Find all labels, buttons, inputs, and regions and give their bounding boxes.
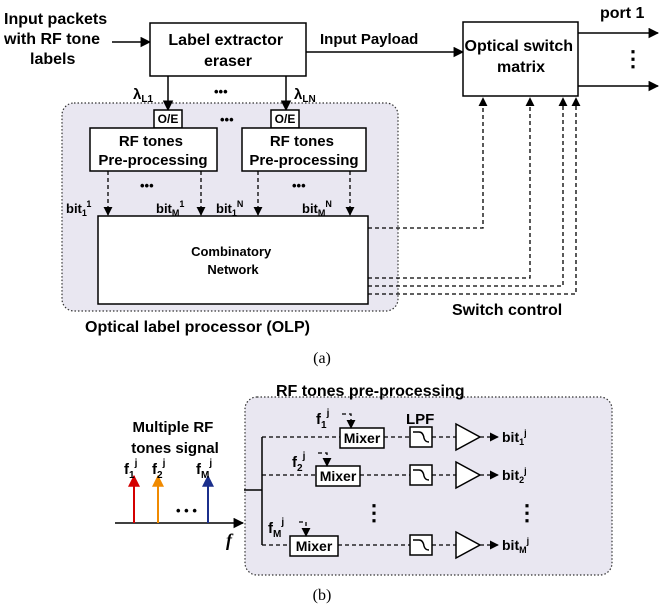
tone-m-label: fMj	[196, 458, 212, 481]
mixer-2	[315, 465, 361, 487]
bit-label-m-1: bitM1	[156, 199, 184, 218]
lo-m-arrow	[299, 521, 311, 537]
amp-2	[455, 460, 482, 490]
olp-label: Optical label processor (OLP)	[85, 319, 310, 336]
tone-1-label: f1j	[124, 458, 138, 481]
multiple-rf-label: Multiple RF tones signal	[131, 419, 219, 457]
bits-ellipsis-1: •••	[140, 178, 154, 193]
label-extractor-text: Label extractor eraser	[168, 32, 287, 70]
vdots-right: ⋮	[516, 500, 538, 525]
bit-label-m-n: bitMN	[302, 199, 332, 218]
combinatory-network-box	[97, 215, 369, 305]
control-line-2	[368, 97, 535, 279]
spectrum-dots: • • •	[176, 503, 197, 518]
rf-preproc-title: RF tones pre-processing	[276, 383, 464, 400]
lpf-2	[409, 464, 433, 486]
mixer-m-label: Mixer	[296, 538, 333, 554]
lpf-m	[409, 534, 433, 556]
lo-1-arrow	[342, 413, 356, 429]
out-bit-1: bit1j	[502, 428, 527, 447]
bit-label-1-1: bit11	[66, 199, 91, 218]
preproc-text-1: RF tones Pre-processing	[98, 133, 207, 169]
lpf-1-curve	[413, 431, 430, 443]
lambda-l1-label: λL1	[133, 86, 153, 105]
lo-m-label: fMj	[268, 517, 284, 540]
port-dots: ⋮	[622, 46, 644, 71]
switch-matrix-box	[462, 21, 579, 97]
out-bit-2: bit2j	[502, 466, 527, 485]
label-extractor-box	[149, 22, 307, 77]
top-ellipsis: •••	[214, 84, 228, 99]
control-line-4	[368, 97, 581, 295]
control-line-3	[368, 97, 568, 287]
oe-label-1: O/E	[158, 112, 179, 126]
diagram-a: Input packets with RF tone labels Label …	[3, 5, 660, 367]
preproc-box-n	[241, 127, 367, 172]
combinatory-network-text: Combinatory Network	[191, 244, 275, 277]
preproc-box-1	[89, 127, 218, 172]
lpf-1	[409, 426, 433, 448]
rf-preproc-panel	[244, 396, 613, 576]
input-payload-label: Input Payload	[320, 31, 418, 48]
oe-ellipsis: •••	[220, 112, 234, 127]
caption-b: (b)	[313, 587, 332, 604]
axis-f-label: f	[226, 530, 234, 550]
preproc-text-n: RF tones Pre-processing	[249, 133, 358, 169]
lambda-ln-label: λLN	[294, 86, 316, 105]
lpf-m-curve	[413, 539, 430, 551]
mixer-1	[339, 427, 385, 449]
mixer-m	[289, 535, 339, 557]
input-packets-label: Input packets with RF tone labels	[3, 11, 112, 68]
lo-2-arrow	[318, 452, 332, 467]
out-bit-m: bitMj	[502, 536, 529, 555]
caption-a: (a)	[313, 350, 331, 367]
lpf-label: LPF	[406, 411, 434, 428]
switch-matrix-text: Optical switch matrix	[465, 38, 578, 76]
lo-2-label: f2j	[292, 451, 306, 474]
amp-m	[455, 530, 482, 560]
lo-1-label: f1j	[316, 408, 330, 431]
oe-label-n: O/E	[275, 112, 296, 126]
vdots-middle: ⋮	[363, 500, 385, 525]
control-line-1	[368, 97, 488, 229]
amp-1	[455, 422, 482, 452]
mixer-2-label: Mixer	[320, 468, 357, 484]
switch-control-label: Switch control	[452, 302, 562, 319]
mixer-1-label: Mixer	[344, 430, 381, 446]
bit-label-1-n: bit1N	[216, 199, 243, 218]
port-1-label: port 1	[600, 5, 645, 22]
diagram-b: RF tones pre-processing Multiple RF tone…	[115, 383, 613, 604]
lpf-2-curve	[413, 469, 430, 481]
bits-ellipsis-n: •••	[292, 178, 306, 193]
tone-2-label: f2j	[152, 458, 166, 481]
